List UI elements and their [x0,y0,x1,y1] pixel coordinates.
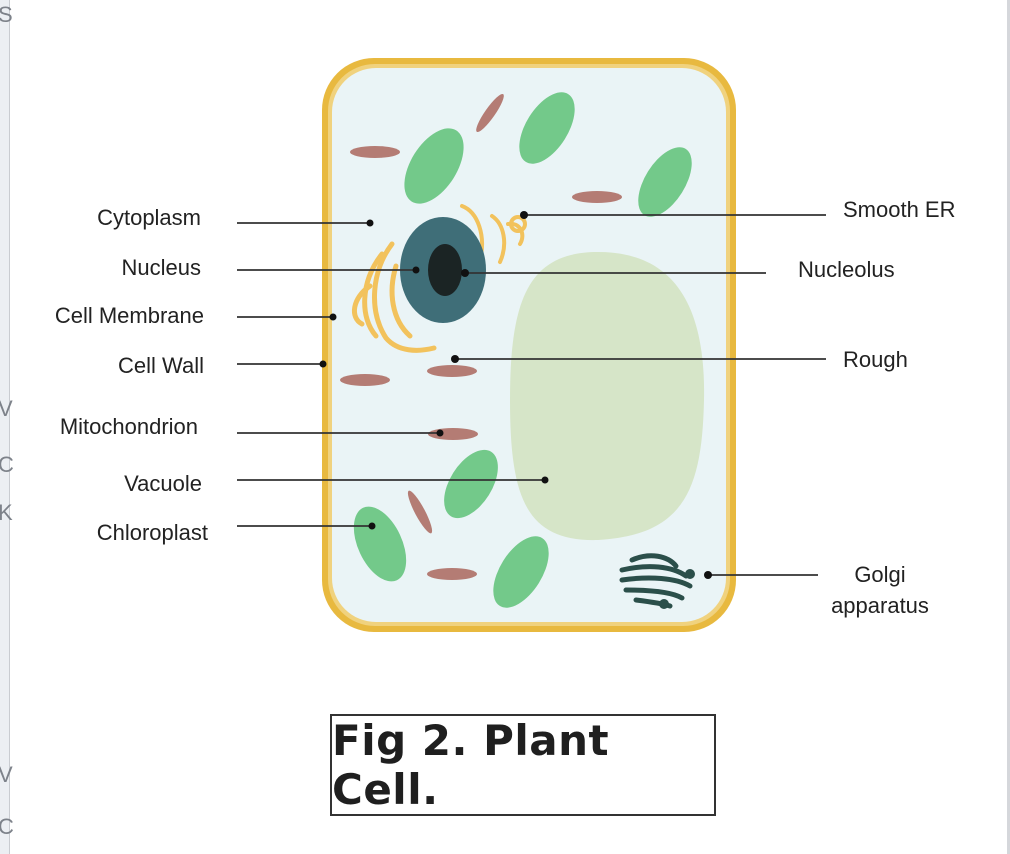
leader-lines [237,211,826,579]
mitochondrion [350,146,400,158]
mitochondrion [428,428,478,440]
figure-caption: Fig 2. Plant Cell. [332,716,610,814]
mitochondrion [427,365,477,377]
mitochondrion [407,490,433,534]
mitochondrion [572,191,622,203]
window-border [1007,0,1010,854]
chloroplast [638,147,692,217]
label-golgi: Golgi [854,562,906,587]
label-nucleus: Nucleus [121,255,201,280]
label-golgi-apparatus: apparatus [831,593,929,618]
mitochondrion [427,568,477,580]
edge-text-fragment: C [0,814,14,839]
label-vacuole: Vacuole [124,471,202,496]
edge-text-fragment: C [0,452,14,477]
chloroplast [404,128,464,204]
label-cell-wall: Cell Wall [118,353,204,378]
edge-text-fragment: K [0,500,13,525]
label-cytoplasm: Cytoplasm [97,205,201,230]
edge-text-fragment: V [0,762,13,787]
adjacent-window-edge: S V C K V C [0,0,14,854]
figure-caption-box: Fig 2. Plant Cell. [330,714,716,816]
mitochondria [340,93,622,580]
vacuole [510,252,705,541]
chloroplasts [353,92,692,608]
nucleolus [428,244,462,296]
chloroplast [493,536,549,608]
mitochondrion [476,93,504,133]
rough-er [352,241,437,353]
mitochondrion [340,374,390,386]
label-rough: Rough [843,347,908,372]
smooth-er [460,204,527,264]
chloroplast [519,92,575,164]
label-mitochondrion: Mitochondrion [59,414,198,439]
label-chloroplast: Chloroplast [96,520,208,545]
edge-text-fragment: S [0,2,13,27]
edge-text-fragment: V [0,396,13,421]
golgi-apparatus [619,553,695,609]
label-nucleolus: Nucleolus [798,257,895,282]
label-cell-membrane: Cell Membrane [54,303,204,328]
label-smooth-er: Smooth ER [843,197,956,222]
chloroplast [444,449,498,519]
